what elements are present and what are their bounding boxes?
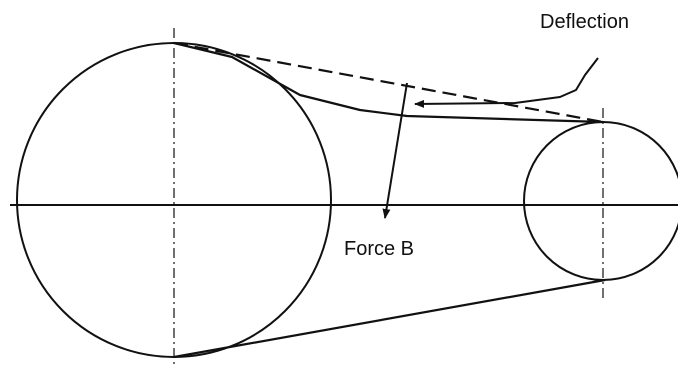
belt-upper-span-deflected <box>172 41 605 124</box>
force-b-label: Force B <box>344 238 414 260</box>
small-pulley <box>523 121 678 281</box>
deflection-leader-arrow <box>414 57 599 108</box>
belt-lower-span <box>173 278 606 359</box>
force-b-arrow <box>382 82 408 219</box>
belt-upper-span-undeflected <box>173 41 604 124</box>
deflection-label: Deflection <box>540 11 629 33</box>
